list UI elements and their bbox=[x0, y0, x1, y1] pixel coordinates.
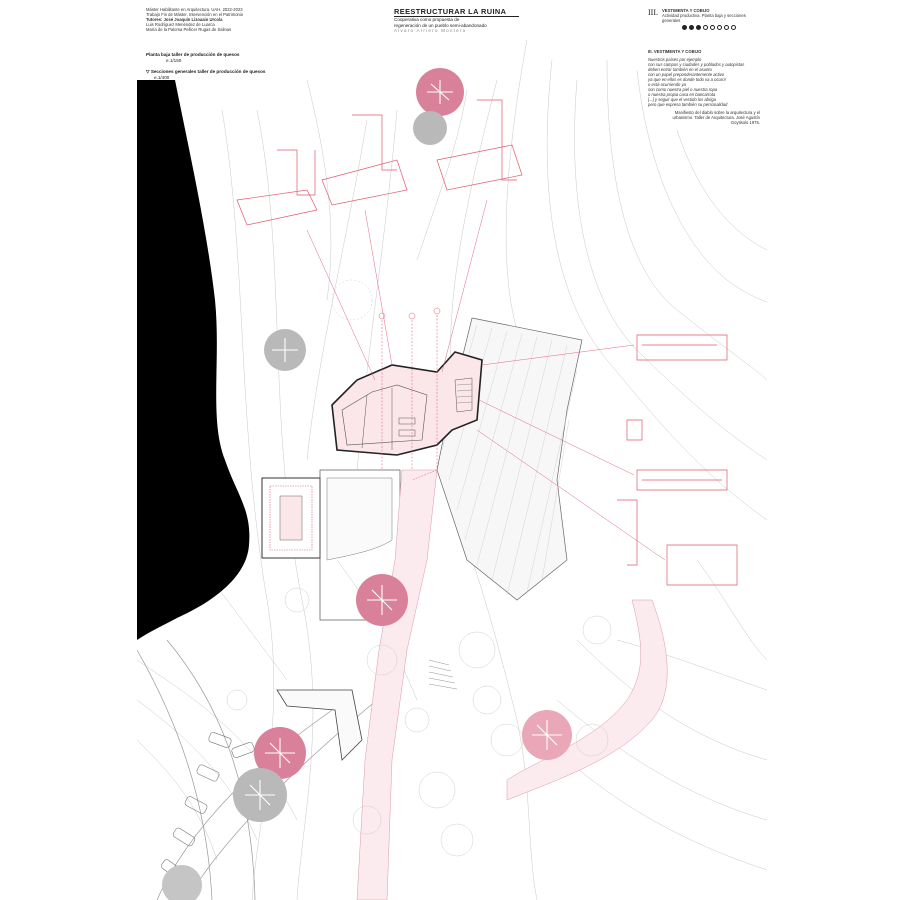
panel-index: III. VESTIMENTA Y COBIJO Actividad produ… bbox=[648, 8, 760, 30]
panel-progress-dots bbox=[682, 25, 760, 30]
main-building-plan bbox=[331, 307, 483, 470]
quote-line: pero que expresa también su personalidad bbox=[648, 102, 728, 107]
poster-sheet: Máster Habilitante en Arquitectura. UAH.… bbox=[137, 0, 767, 900]
quote-line: con un papel preponderantemente activo bbox=[648, 72, 725, 77]
source-line: Goytisolo 1975. bbox=[730, 120, 760, 125]
vegetation-scribbles bbox=[226, 279, 612, 857]
progress-dot bbox=[731, 25, 736, 30]
parked-cars bbox=[161, 732, 255, 879]
quote-line: o está ocurriendo ya bbox=[648, 82, 686, 87]
plan-title: Planta baja taller de producción de ques… bbox=[146, 52, 240, 57]
sections-title-text: Secciones generales taller de producción… bbox=[150, 69, 266, 74]
credits-line: Trabajo Fin de Máster. Intervención en e… bbox=[146, 12, 244, 17]
progress-dot bbox=[703, 25, 708, 30]
page-subtitle: Cooperativa como propuesta de bbox=[394, 17, 460, 22]
progress-dot bbox=[689, 25, 694, 30]
quote-line: son como nuestra piel o nuestra ropa bbox=[648, 87, 718, 92]
progress-dot bbox=[696, 25, 701, 30]
sections-label: ▽ Secciones generales taller de producci… bbox=[146, 69, 296, 80]
progress-dot bbox=[717, 25, 722, 30]
panel-heading: VESTIMENTA Y COBIJO bbox=[662, 8, 710, 13]
credits-block: Máster Habilitante en Arquitectura. UAH.… bbox=[146, 7, 262, 32]
plan-scale: e.1/150 bbox=[166, 57, 182, 63]
sections-title: ▽ Secciones generales taller de producci… bbox=[146, 69, 296, 75]
quote-line: ya que en ellos es donde todo va a ocurr… bbox=[648, 77, 726, 82]
tree-branch-marks bbox=[245, 80, 562, 810]
credits-line: Tutores: José Joaquín Lizoaain Urcola bbox=[146, 17, 223, 22]
retaining-wall bbox=[276, 689, 363, 761]
quote-source: Manifiesto del diablo sobre la arquitect… bbox=[648, 110, 760, 125]
tree-grey bbox=[162, 865, 202, 900]
progress-dot bbox=[682, 25, 687, 30]
section-heading: III. VESTIMENTA Y COBIJO bbox=[648, 49, 702, 54]
section-text-block: III. VESTIMENTA Y COBIJO Nuestros países… bbox=[648, 49, 760, 125]
progress-dot bbox=[724, 25, 729, 30]
page-title: REESTRUCTURAR LA RUINA bbox=[394, 7, 519, 17]
sections-scale: e.1/400 bbox=[154, 74, 170, 80]
section-reference-lines bbox=[306, 199, 666, 561]
quote-line: [...] y seguir que el vestido los abriga bbox=[648, 97, 716, 102]
section-elevations bbox=[236, 99, 738, 586]
quote-line: o nuestra propia casa en bancarrota bbox=[648, 92, 716, 97]
credits-line: Luis Rodríguez Menéndez de Luarca bbox=[146, 22, 215, 27]
black-terrain-mass bbox=[137, 80, 250, 640]
contour-lines bbox=[137, 39, 767, 900]
author-name: Alvaro Arriero Montero bbox=[394, 28, 467, 34]
page-subtitle: regeneración de un pueblo semi-abandonad… bbox=[394, 22, 487, 28]
progress-dot bbox=[710, 25, 715, 30]
annex-building bbox=[261, 469, 401, 621]
plan-label: Planta baja taller de producción de ques… bbox=[146, 52, 286, 63]
source-line: Manifiesto del diablo sobre la arquitect… bbox=[674, 110, 760, 115]
triangle-icon: ▽ bbox=[146, 69, 151, 74]
site-plan-drawing bbox=[137, 39, 767, 900]
panel-description: generales bbox=[662, 18, 681, 23]
source-line: urbanismo. Taller de Arquitectura. José … bbox=[672, 115, 760, 120]
credits-line: Máster Habilitante en Arquitectura. UAH.… bbox=[146, 7, 243, 12]
credits-line: María de la Paloma Pellicer Rugas de Sal… bbox=[146, 27, 232, 32]
quote-line: Nuestros países por ejemplo bbox=[648, 57, 702, 62]
title-block: REESTRUCTURAR LA RUINA Cooperativa como … bbox=[394, 7, 519, 34]
quote-line: deben entrar también en el asunto bbox=[648, 67, 712, 72]
panel-description: Actividad productiva. Planta baja y secc… bbox=[662, 13, 746, 18]
panel-number: III. bbox=[648, 8, 658, 17]
quote-line: con sus campos y ciudades y poblados y a… bbox=[648, 62, 745, 67]
tree-grey bbox=[413, 111, 447, 145]
